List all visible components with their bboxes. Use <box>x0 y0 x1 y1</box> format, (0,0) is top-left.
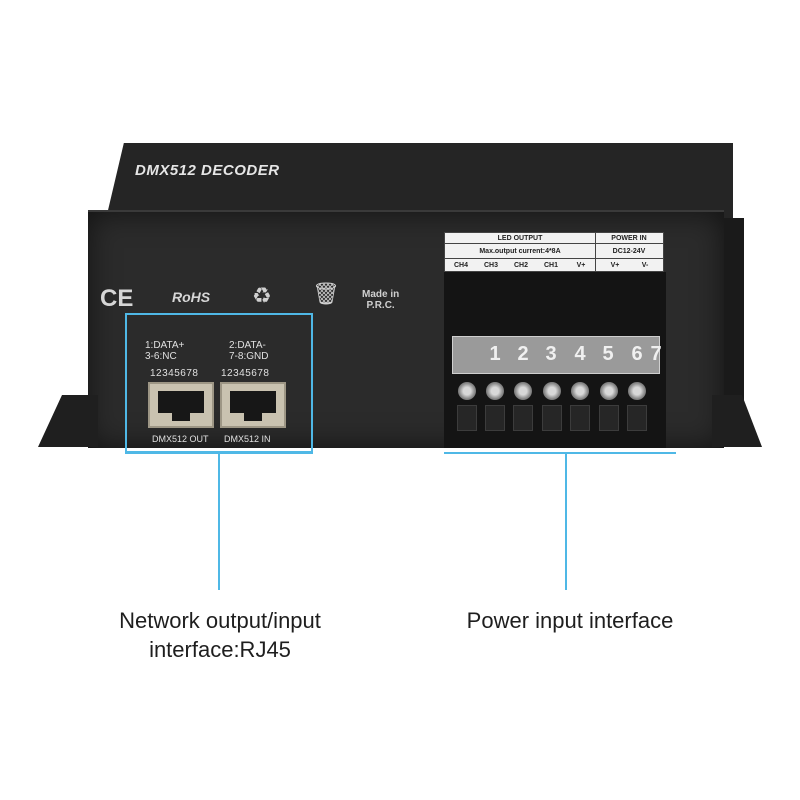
mounting-flange-right <box>712 395 762 447</box>
terminal-screw <box>600 382 618 400</box>
terminal-slot <box>485 405 505 431</box>
port-socket <box>158 391 204 413</box>
terminal-cover: 1 2 3 4 5 6 7 <box>452 336 662 374</box>
terminal-number: 5 <box>602 343 614 365</box>
terminal-number: 7 <box>650 343 662 365</box>
terminal-slot <box>542 405 562 431</box>
terminal-screw <box>543 382 561 400</box>
pin-numbers-out: 12345678 <box>150 368 199 379</box>
mounting-flange-left <box>38 395 98 447</box>
panel-divider <box>445 243 663 244</box>
caption-power-interface: Power input interface <box>466 608 674 633</box>
callout-line-right-horizontal <box>444 452 676 454</box>
terminal-screw <box>458 382 476 400</box>
channel-label: CH1 <box>543 262 558 269</box>
device-top-surface <box>105 143 733 223</box>
terminal-slot <box>457 405 477 431</box>
terminal-screw <box>628 382 646 400</box>
rj45-port-out <box>148 382 214 428</box>
port-tab <box>172 413 190 421</box>
weee-bin-icon: 🗑 <box>312 281 340 306</box>
terminal-screw <box>514 382 532 400</box>
port-tab <box>244 413 262 421</box>
power-in-heading: POWER IN <box>611 235 647 242</box>
device-side <box>724 218 744 446</box>
device-title: DMX512 DECODER <box>135 162 280 179</box>
led-output-heading: LED OUTPUT <box>497 235 543 242</box>
terminal-screw <box>571 382 589 400</box>
port-label-in: DMX512 IN <box>224 434 271 444</box>
pinout-b-line1: 2:DATA- <box>229 340 266 351</box>
terminal-number: 6 <box>631 343 643 365</box>
made-in-line2: P.R.C. <box>366 300 395 311</box>
caption-left-line2: interface:RJ45 <box>149 637 291 662</box>
pinout-a-line2: 3-6:NC <box>145 351 177 362</box>
pinout-b-line2: 7-8:GND <box>229 351 269 362</box>
rohs-mark: RoHS <box>172 289 211 305</box>
port-socket <box>230 391 276 413</box>
made-in-line1: Made in <box>362 289 400 300</box>
voltage-label: DC12-24V <box>612 248 646 255</box>
terminal-label-panel: LED OUTPUT POWER IN Max.output current:4… <box>444 232 664 272</box>
terminal-slot <box>599 405 619 431</box>
caption-left-line1: Network output/input <box>119 608 321 633</box>
recycle-icon: ♻ <box>252 283 272 308</box>
panel-divider <box>595 233 596 271</box>
terminal-slot <box>627 405 647 431</box>
pinout-a-line1: 1:DATA+ <box>145 340 185 351</box>
channel-label: V- <box>641 262 649 269</box>
made-in-label: Made in P.R.C. <box>362 289 399 311</box>
max-current-label: Max.output current:4*8A <box>479 248 561 255</box>
pin-numbers-in: 12345678 <box>221 368 270 379</box>
channel-label: CH3 <box>483 262 498 269</box>
channel-label: CH2 <box>513 262 528 269</box>
rj45-port-in <box>220 382 286 428</box>
terminal-number: 4 <box>574 343 586 365</box>
callout-line-left-vertical <box>218 453 220 590</box>
caption-network-interface: Network output/input interface:RJ45 <box>90 606 350 664</box>
channel-label: V+ <box>576 262 586 269</box>
pinout-label-b: 2:DATA- 7-8:GND <box>229 340 268 362</box>
panel-divider <box>445 258 663 259</box>
terminal-screw <box>486 382 504 400</box>
channel-label: V+ <box>610 262 620 269</box>
terminal-number: 2 <box>517 343 529 365</box>
ce-mark: CE <box>100 285 134 312</box>
channel-label: CH4 <box>453 262 468 269</box>
pinout-label-a: 1:DATA+ 3-6:NC <box>145 340 184 362</box>
terminal-slot <box>570 405 590 431</box>
port-label-out: DMX512 OUT <box>152 434 209 444</box>
terminal-number: 3 <box>545 343 557 365</box>
callout-line-right-vertical <box>565 453 567 590</box>
terminal-number: 1 <box>489 343 501 365</box>
terminal-slot <box>513 405 533 431</box>
